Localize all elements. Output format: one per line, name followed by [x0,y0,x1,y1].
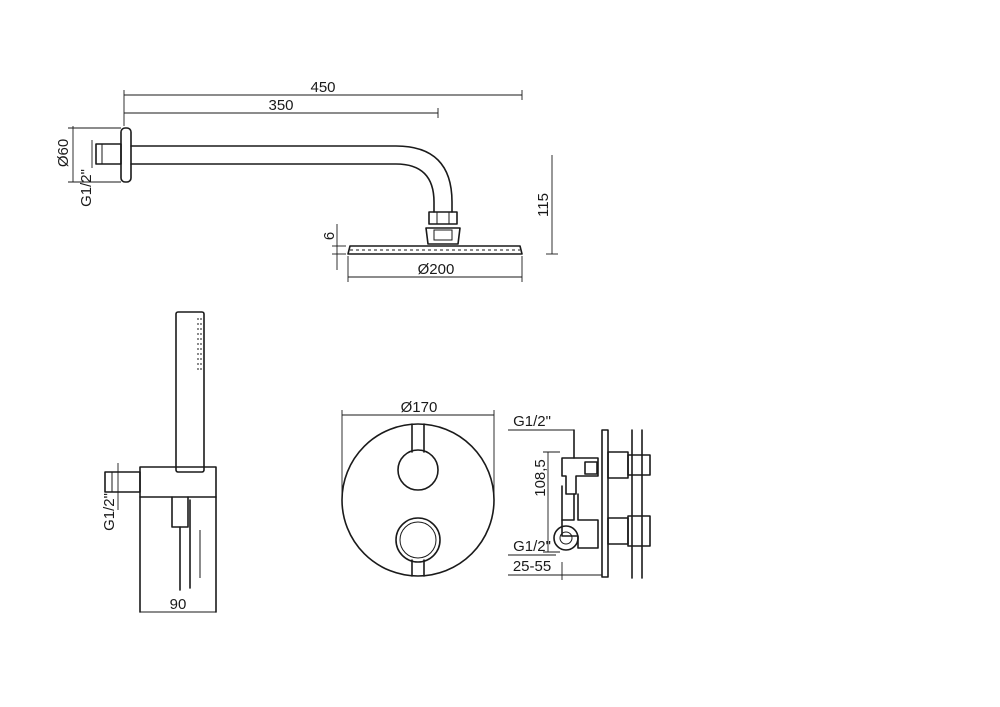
arm-thread-stub [95,143,122,165]
shower-arm-assembly [95,127,523,255]
shower-head [347,245,523,255]
dim-115-label: 115 [535,193,552,217]
dim-108-5-label: 108,5 [532,459,549,497]
dim-valve-bottom: G1/2" 25-55 [508,538,602,580]
arm-nut [428,211,458,225]
dim-drop: 115 [535,155,558,255]
hand-shower-handle [175,311,205,473]
valve-body-bottom [561,493,599,549]
dim-g12-top-label: G1/2" [513,413,551,430]
dim-350-label: 350 [268,97,293,114]
valve-wall-plate [601,429,609,578]
lower-lever [411,559,425,577]
upper-handle-side [627,454,651,476]
lower-handle-side [627,515,651,547]
upper-knob [397,449,439,491]
dim-o200-label: Ø200 [418,261,455,278]
hand-shower-assembly [104,311,217,613]
wall-flange [120,127,132,183]
dim-hand-thread: G1/2" [101,463,119,531]
valve-body-top [561,457,599,495]
dim-6-label: 6 [321,232,338,240]
dim-head-thickness: 6 [321,224,346,270]
dim-o60-label: Ø60 [55,139,72,167]
dim-arm-lengths: 450 350 [123,79,523,126]
dim-valve-spacing: 108,5 [532,451,560,553]
valve-body-assembly [553,429,651,579]
dim-g12-bottom-label: G1/2" [513,538,551,555]
thermostatic-plate [341,423,495,577]
dim-plate-diameter: Ø170 [341,399,495,495]
hose-connector [171,496,189,528]
upper-cartridge [607,451,629,479]
dim-90-label: 90 [170,596,187,613]
dim-450-label: 450 [310,79,335,96]
shower-arm-tube [130,145,453,213]
dim-g12-arm-label: G1/2" [78,169,95,207]
dim-flange: Ø60 G1/2" [55,126,121,207]
ball-joint [425,227,461,245]
lower-cartridge [607,517,629,545]
dim-head-diameter: Ø200 [347,256,523,282]
dim-o170-label: Ø170 [401,399,438,416]
hand-thread-stub [104,471,141,493]
dim-hand-depth: 90 [140,596,216,613]
valve-port [553,525,579,551]
dim-g12-hand-label: G1/2" [101,493,118,531]
cover-plate [341,423,495,577]
dim-valve-thread-top: G1/2" [508,413,574,431]
lower-knob [395,517,441,563]
upper-lever [411,423,425,453]
dim-25-55-label: 25-55 [513,558,551,575]
